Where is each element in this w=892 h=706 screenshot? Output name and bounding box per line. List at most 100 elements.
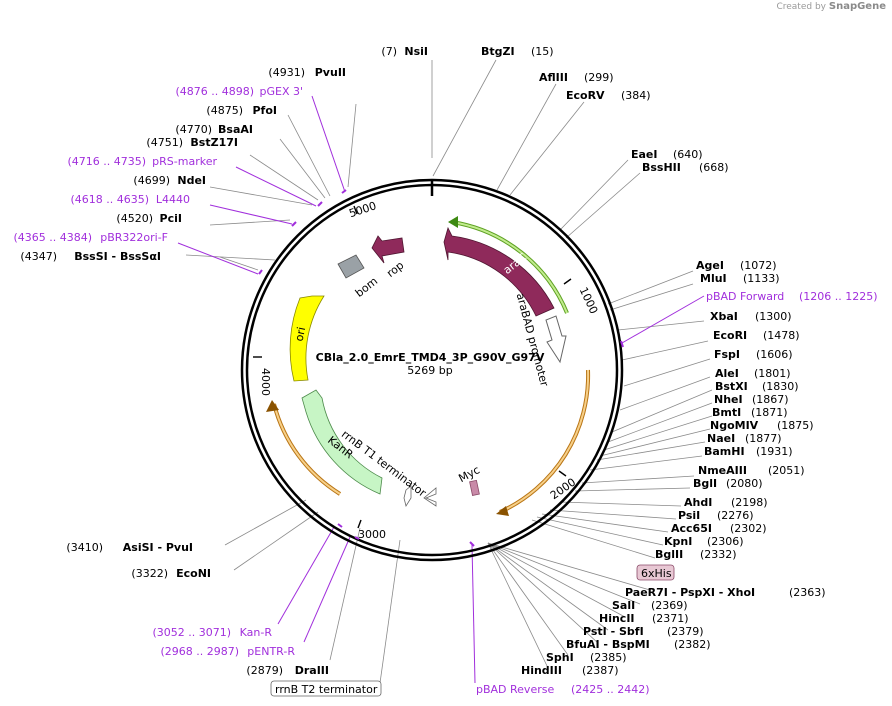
t2-label: rrnB T2 terminator <box>275 683 378 696</box>
site-fspi: FspI <box>714 348 740 361</box>
site-alei: AleI <box>715 367 739 380</box>
svg-text:(384): (384) <box>621 89 651 102</box>
svg-text:(3052 .. 3071): (3052 .. 3071) <box>152 626 231 639</box>
site-asisi: AsiSI - PvuI <box>123 541 193 554</box>
tick-label-3000: 3000 <box>358 528 386 541</box>
svg-text:(1871): (1871) <box>751 406 788 419</box>
site-bamhi: BamHI <box>704 445 745 458</box>
rop-label: rop <box>384 259 406 280</box>
svg-text:(2369): (2369) <box>651 599 688 612</box>
primer-kan-r: Kan-R <box>240 626 273 639</box>
svg-text:(2968 .. 2987): (2968 .. 2987) <box>160 645 239 658</box>
site-pfoi: PfoI <box>253 104 278 117</box>
svg-text:(2051): (2051) <box>768 464 805 477</box>
svg-text:(4875): (4875) <box>206 104 243 117</box>
site-bmti: BmtI <box>712 406 741 419</box>
tick-label-1000: 1000 <box>577 285 601 316</box>
svg-text:(2879): (2879) <box>246 664 283 677</box>
myc-feature <box>469 479 480 496</box>
bom-label: bom <box>353 275 380 300</box>
plasmid-name: CBla_2.0_EmrE_TMD4_3P_G90V_G97V <box>316 351 545 364</box>
site-mlui: MluI <box>700 272 727 285</box>
svg-text:(2332): (2332) <box>700 548 737 561</box>
svg-text:(15): (15) <box>531 45 554 58</box>
site-econi: EcoNI <box>176 567 211 580</box>
his-tag-box <box>636 564 675 581</box>
left-labels: (7) NsiI (4931) PvuII (4876 .. 4898) pGE… <box>13 45 428 677</box>
svg-text:(7): (7) <box>381 45 397 58</box>
svg-text:(1877): (1877) <box>745 432 782 445</box>
site-ecorv: EcoRV <box>566 89 605 102</box>
svg-text:(668): (668) <box>699 161 729 174</box>
svg-text:(2387): (2387) <box>582 664 619 677</box>
site-agei: AgeI <box>696 259 724 272</box>
svg-text:(1801): (1801) <box>754 367 791 380</box>
svg-text:(299): (299) <box>584 71 614 84</box>
svg-text:(2385): (2385) <box>590 651 627 664</box>
svg-text:(2363): (2363) <box>789 586 826 599</box>
site-bglii: BglII <box>655 548 683 561</box>
primer-pentr-r: pENTR-R <box>247 645 295 658</box>
svg-text:(4770): (4770) <box>175 123 212 136</box>
primer-l4440: L4440 <box>156 193 190 206</box>
kanr-feature <box>301 389 383 495</box>
svg-text:(1206 .. 1225): (1206 .. 1225) <box>799 290 878 303</box>
t1-terminator <box>403 485 437 508</box>
site-hincii: HincII <box>599 612 635 625</box>
svg-text:(1867): (1867) <box>752 393 789 406</box>
svg-text:(2379): (2379) <box>667 625 704 638</box>
rop-feature <box>371 235 405 264</box>
svg-text:(4618 .. 4635): (4618 .. 4635) <box>70 193 149 206</box>
site-psti: PstI - SbfI <box>583 625 644 638</box>
ori-feature <box>289 295 325 382</box>
svg-text:(2425 .. 2442): (2425 .. 2442) <box>571 683 650 696</box>
arac-feature <box>443 226 555 317</box>
site-xbai: XbaI <box>710 310 738 323</box>
svg-text:(4699): (4699) <box>133 174 170 187</box>
svg-text:(1478): (1478) <box>763 329 800 342</box>
svg-text:(640): (640) <box>673 148 703 161</box>
svg-text:(3410): (3410) <box>66 541 103 554</box>
site-ngomiv: NgoMIV <box>710 419 759 432</box>
site-pcii: PciI <box>160 212 182 225</box>
site-kpni: KpnI <box>664 535 692 548</box>
site-sali: SalI <box>612 599 635 612</box>
svg-text:(2198): (2198) <box>731 496 768 509</box>
right-labels: BtgZI (15) AflIII (299) EcoRV (384) EaeI… <box>476 45 878 696</box>
watermark: Created by SnapGene <box>776 1 886 12</box>
site-bstxi: BstXI <box>715 380 748 393</box>
svg-text:(4751): (4751) <box>146 136 183 149</box>
primer-prs-marker: pRS-marker <box>152 155 217 168</box>
primer-leaders <box>177 95 705 684</box>
site-bsshii: BssHII <box>642 161 681 174</box>
svg-text:(1133): (1133) <box>743 272 780 285</box>
primer-pbr322ori-f: pBR322ori-F <box>100 231 168 244</box>
leader-lines <box>185 59 713 684</box>
svg-text:(4365 .. 4384): (4365 .. 4384) <box>13 231 92 244</box>
svg-text:(2306): (2306) <box>707 535 744 548</box>
bom-feature <box>337 254 365 279</box>
site-bfuai: BfuAI - BspMI <box>566 638 650 651</box>
svg-text:(3322): (3322) <box>131 567 168 580</box>
site-draiii: DraIII <box>295 664 329 677</box>
snapgene-logo: SnapGene <box>828 1 886 12</box>
site-bstz17i: BstZ17I <box>190 136 238 149</box>
svg-text:(1072): (1072) <box>740 259 777 272</box>
site-ndei: NdeI <box>177 174 206 187</box>
site-naei: NaeI <box>707 432 735 445</box>
site-paer7i: PaeR7I - PspXI - XhoI <box>625 586 755 599</box>
ori-label: ori <box>293 326 309 343</box>
svg-text:(2382): (2382) <box>674 638 711 651</box>
primer-pbad-forward: pBAD Forward <box>706 290 784 303</box>
site-pvuii: PvuII <box>315 66 346 79</box>
svg-text:(1875): (1875) <box>777 419 814 432</box>
svg-text:(4931): (4931) <box>268 66 305 79</box>
site-nsii: NsiI <box>404 45 428 58</box>
svg-text:(1830): (1830) <box>762 380 799 393</box>
svg-text:(2371): (2371) <box>652 612 689 625</box>
site-nhei: NheI <box>714 393 743 406</box>
site-bgli: BglI <box>693 477 717 490</box>
svg-text:(1606): (1606) <box>756 348 793 361</box>
site-acc65i: Acc65I <box>671 522 712 535</box>
site-ecori: EcoRI <box>713 329 747 342</box>
